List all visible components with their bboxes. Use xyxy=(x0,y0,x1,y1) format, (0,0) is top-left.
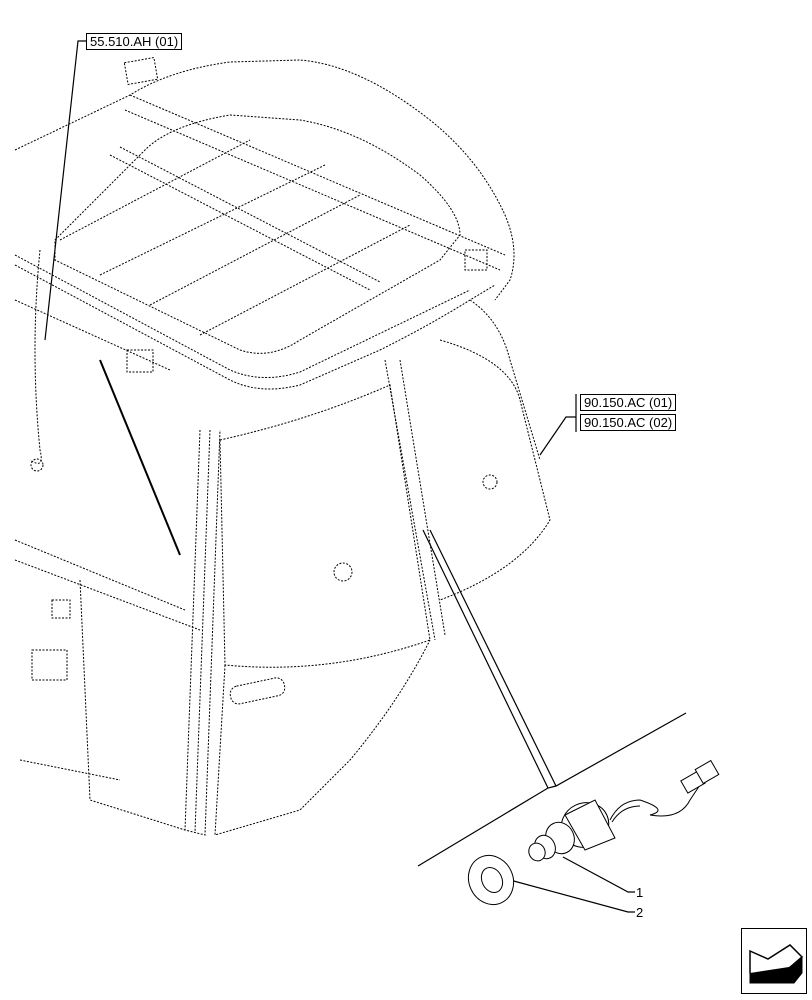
switch-assembly xyxy=(528,759,720,862)
reference-90-150-ac-02[interactable]: 90.150.AC (02) xyxy=(580,414,677,431)
next-page-arrow-icon xyxy=(749,944,804,984)
next-page-button[interactable] xyxy=(741,928,807,994)
washer xyxy=(467,855,515,905)
cab-body xyxy=(14,249,551,836)
callout-2: 2 xyxy=(636,905,644,920)
leader-lines xyxy=(44,40,687,913)
reference-55-510-ah-01[interactable]: 55.510.AH (01) xyxy=(86,33,183,50)
reference-90-150-ac-01[interactable]: 90.150.AC (01) xyxy=(580,394,677,411)
cab-roof-frame xyxy=(14,56,515,390)
callout-1: 1 xyxy=(636,885,644,900)
